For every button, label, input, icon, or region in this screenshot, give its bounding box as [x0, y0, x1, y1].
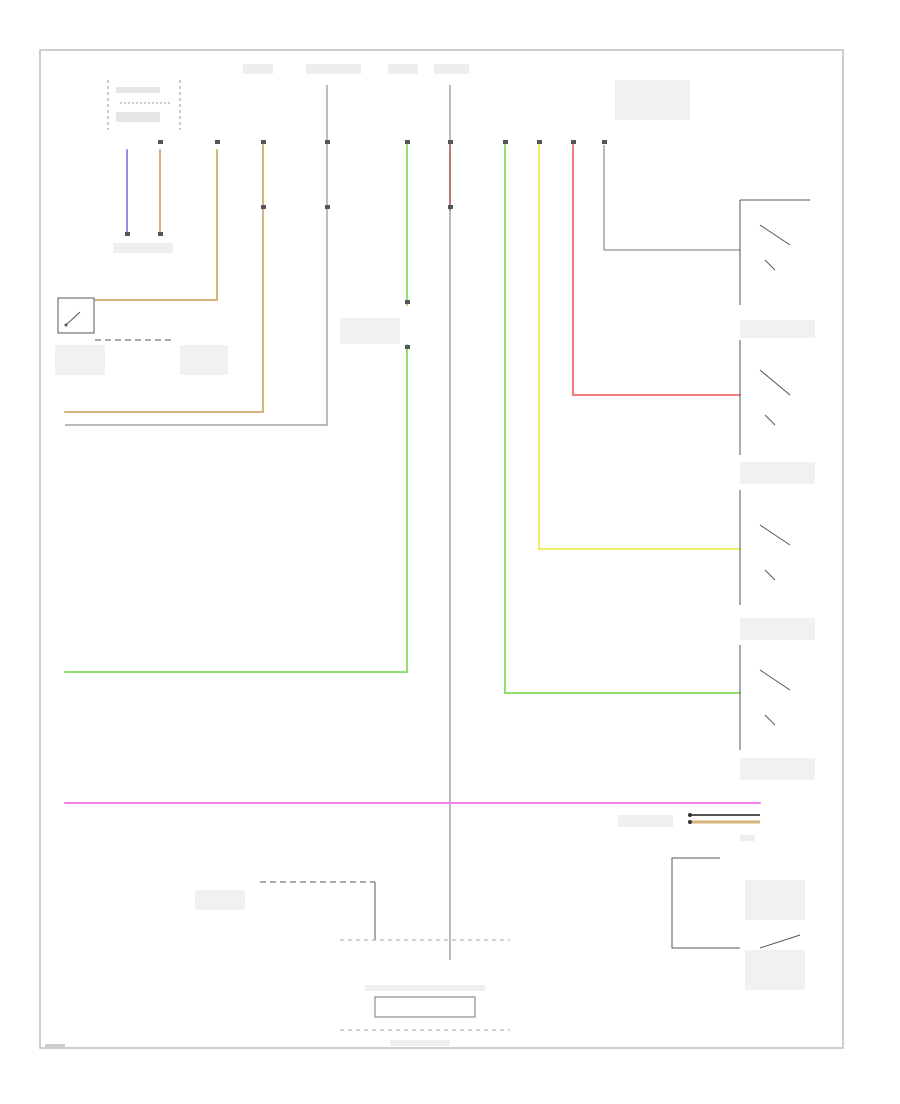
gray-wire	[65, 85, 328, 426]
tan-wire-3	[64, 144, 264, 413]
yellow-wire	[538, 144, 741, 550]
gray-wire-right	[603, 145, 740, 251]
connector-ticks	[125, 140, 607, 349]
green-wire-right	[504, 144, 741, 694]
left-switch-component	[55, 297, 228, 375]
right-switch-4	[739, 618, 815, 780]
tan-wire-2	[94, 149, 218, 301]
red-wire	[572, 144, 741, 396]
diagram-frame	[39, 49, 844, 1049]
right-switch-1	[739, 199, 810, 305]
bottom-right-connector	[618, 813, 760, 841]
right-switch-3	[739, 462, 815, 605]
green-wire-left	[64, 144, 408, 673]
right-switch-2	[739, 320, 815, 455]
footer-mark	[45, 1044, 65, 1048]
bottom-center-ground	[195, 881, 510, 1046]
top-fuse-labels	[243, 64, 690, 120]
bottom-right-relay	[671, 857, 805, 990]
top-left-connector-group	[107, 80, 181, 130]
